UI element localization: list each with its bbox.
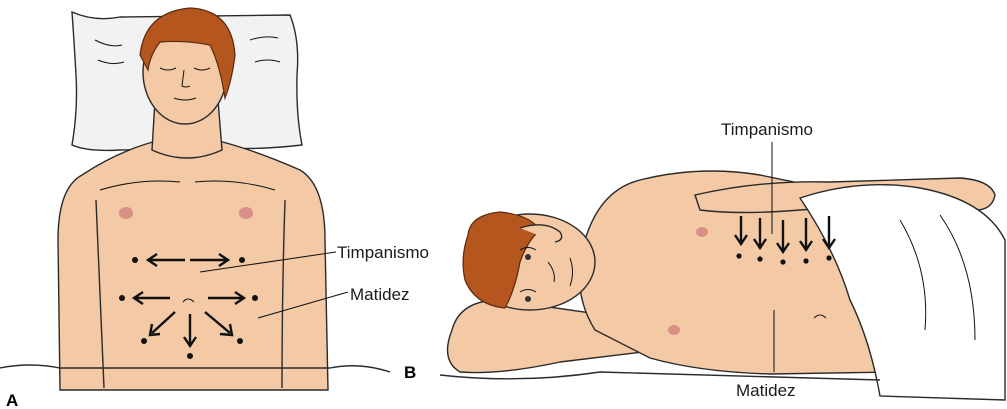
percussion-dot (132, 257, 138, 263)
percussion-dot (187, 353, 193, 359)
percussion-dot (252, 295, 258, 301)
percussion-dot (736, 253, 741, 258)
percussion-dot (239, 257, 245, 263)
panel-letter-b: B (404, 363, 416, 382)
percussion-dot (237, 338, 243, 344)
percussion-dot (757, 256, 762, 261)
panel-letter-a: A (6, 391, 18, 409)
nipple-left (119, 207, 133, 219)
percussion-dot (780, 259, 785, 264)
percussion-dot (826, 255, 831, 260)
label-dullness-a: Matidez (350, 285, 410, 304)
panel-a: Timpanismo Matidez A (0, 8, 429, 409)
percussion-dot (141, 338, 147, 344)
panel-b: Timpanismo Matidez B (404, 120, 1005, 400)
label-tympany-b: Timpanismo (721, 120, 813, 139)
percussion-dot (803, 258, 808, 263)
nipple-lower (668, 325, 680, 335)
label-tympany-a: Timpanismo (337, 243, 429, 262)
label-dullness-b: Matidez (736, 381, 796, 400)
percussion-dot (119, 295, 125, 301)
nipple-right (239, 207, 253, 219)
nipple-upper (696, 227, 708, 237)
